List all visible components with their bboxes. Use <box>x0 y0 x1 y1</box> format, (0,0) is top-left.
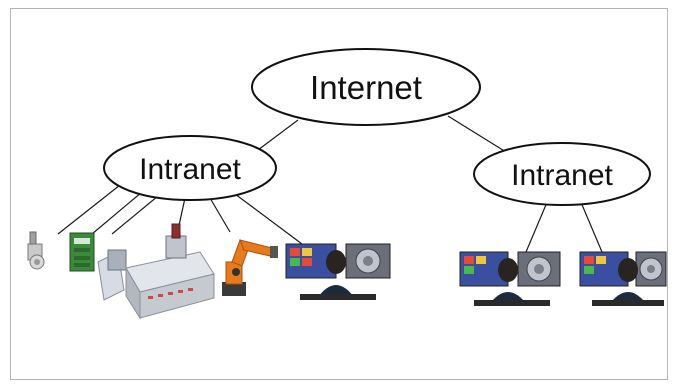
link-intranet-plc <box>91 191 143 235</box>
link-internet-intranet-left <box>257 119 299 151</box>
internet-label: Internet <box>310 69 422 106</box>
link-intranet-robot <box>209 197 231 233</box>
link-intranet-right-ws2 <box>579 199 603 253</box>
operator-workstation-icon <box>459 251 561 306</box>
link-internet-intranet-right <box>447 115 507 153</box>
plc-module-icon <box>69 232 95 272</box>
operator-workstation-icon <box>579 251 667 306</box>
internet-node: Internet <box>251 48 481 126</box>
intranet-right-node: Intranet <box>473 142 651 206</box>
cnc-machine-icon <box>97 223 215 320</box>
operator-workstation-icon <box>285 243 391 300</box>
intranet-right-label: Intranet <box>511 159 613 192</box>
industrial-robot-arm-icon <box>222 239 278 296</box>
link-intranet-sensor <box>57 184 121 235</box>
link-intranet-workstation <box>234 193 303 245</box>
sensor-device-icon <box>27 231 45 270</box>
link-intranet-right-ws1 <box>525 199 549 253</box>
intranet-left-label: Intranet <box>139 153 241 186</box>
link-intranet-cnc <box>111 195 159 235</box>
intranet-left-node: Intranet <box>103 135 277 201</box>
